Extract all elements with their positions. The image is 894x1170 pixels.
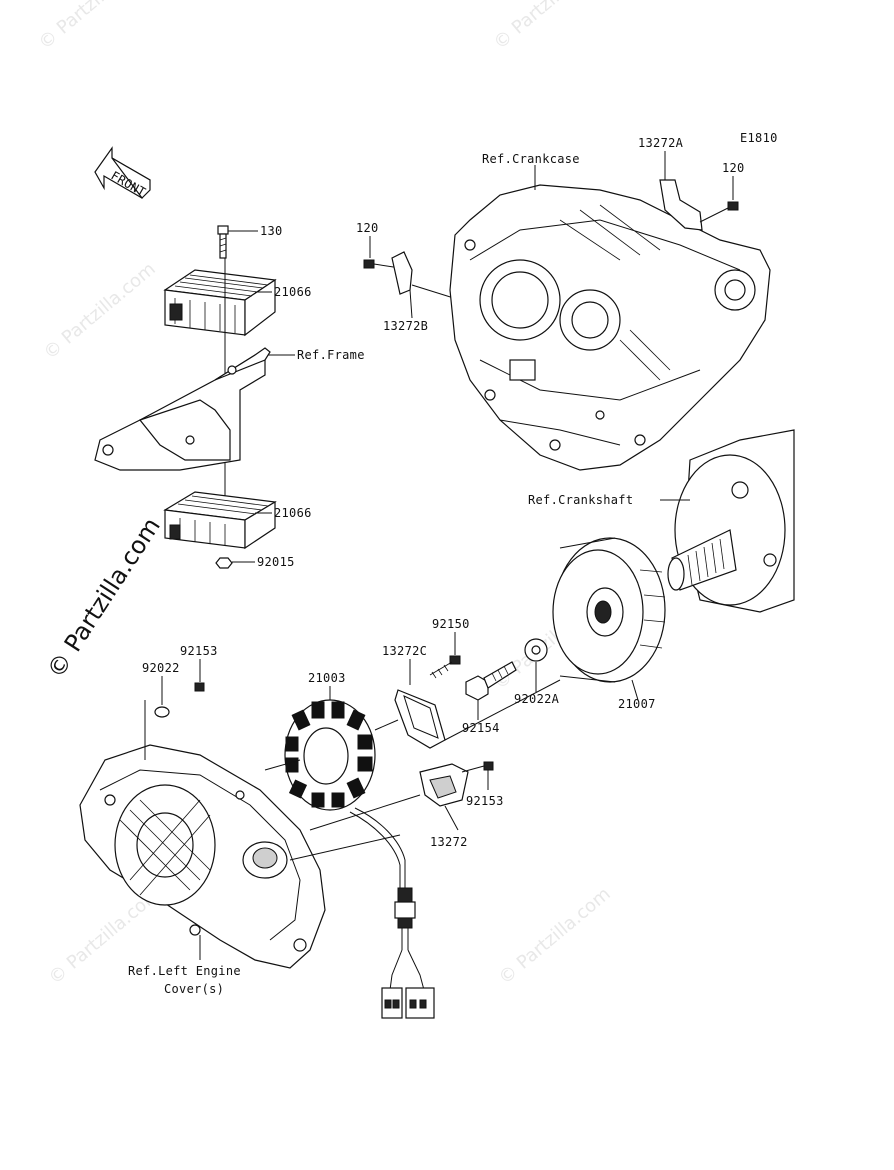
label-13272B: 13272B [383,319,428,333]
label-92015: 92015 [257,555,295,569]
regulator-rectifier-bottom: 21066 [163,491,312,550]
watermark-bold: © Partzilla.com [42,513,166,684]
bolt-92153-bottom: 92153 [461,761,504,808]
stator-harness [381,887,435,1019]
frame-bracket: Ref.Frame [94,258,365,500]
label-92022: 92022 [142,661,180,675]
ref-left-cover-line2: Cover(s) [164,982,224,996]
label-120-left: 120 [356,221,379,235]
label-92153-bottom: 92153 [466,794,504,808]
label-13272: 13272 [430,835,468,849]
watermark-mid-left: © Partzilla.com [40,258,160,363]
label-21066-top: 21066 [274,285,312,299]
washer-92022A: 92022A [514,638,560,706]
label-92153-top: 92153 [180,644,218,658]
label-21007: 21007 [618,697,656,711]
nut-92015: 92015 [215,555,295,569]
label-21066-bottom: 21066 [274,506,312,520]
bolt-130: 130 [217,224,283,259]
bolt-120-right: 120 [722,161,745,211]
label-120-right: 120 [722,161,745,175]
watermark-top-left: © Partzilla.com [35,0,155,54]
bolt-92150: 92150 [429,617,470,679]
assembly-guide-lines [264,679,561,771]
plate-13272: 13272 [419,763,469,849]
rotor-21007: 21007 [552,537,666,711]
label-13272A: 13272A [638,136,684,150]
stator-21003: 21003 [284,671,406,890]
watermark-top-center: © Partzilla.com [490,0,610,54]
label-92150: 92150 [432,617,470,631]
gasket-13272C: 13272C [382,644,446,749]
left-engine-cover: Ref.Left Engine Cover(s) [79,700,421,996]
bolt-120-left: 120 [356,221,401,269]
bolt-92154: 92154 [462,661,517,735]
ref-crankshaft: Ref.Crankshaft [528,493,633,507]
diagram-code: E1810 [740,131,778,145]
watermark-bottom-center: © Partzilla.com [495,883,615,988]
bolt-92153-top: 92153 [180,644,218,692]
regulator-rectifier-top: 21066 [163,269,312,337]
label-92154: 92154 [462,721,500,735]
bracket-13272A: 13272A [638,136,729,231]
ref-crankcase: Ref.Crankcase [482,152,580,166]
front-arrow: FRONT [94,146,151,199]
crankcase: Ref.Crankcase [449,152,771,471]
label-21003: 21003 [308,671,346,685]
label-13272C: 13272C [382,644,427,658]
bracket-13272B: 13272B [383,251,461,333]
ref-frame: Ref.Frame [297,348,365,362]
crankshaft: Ref.Crankshaft [528,429,795,613]
washer-92022: 92022 [142,661,180,718]
label-130: 130 [260,224,283,238]
ref-left-cover-line1: Ref.Left Engine [128,964,241,978]
label-92022A: 92022A [514,692,560,706]
